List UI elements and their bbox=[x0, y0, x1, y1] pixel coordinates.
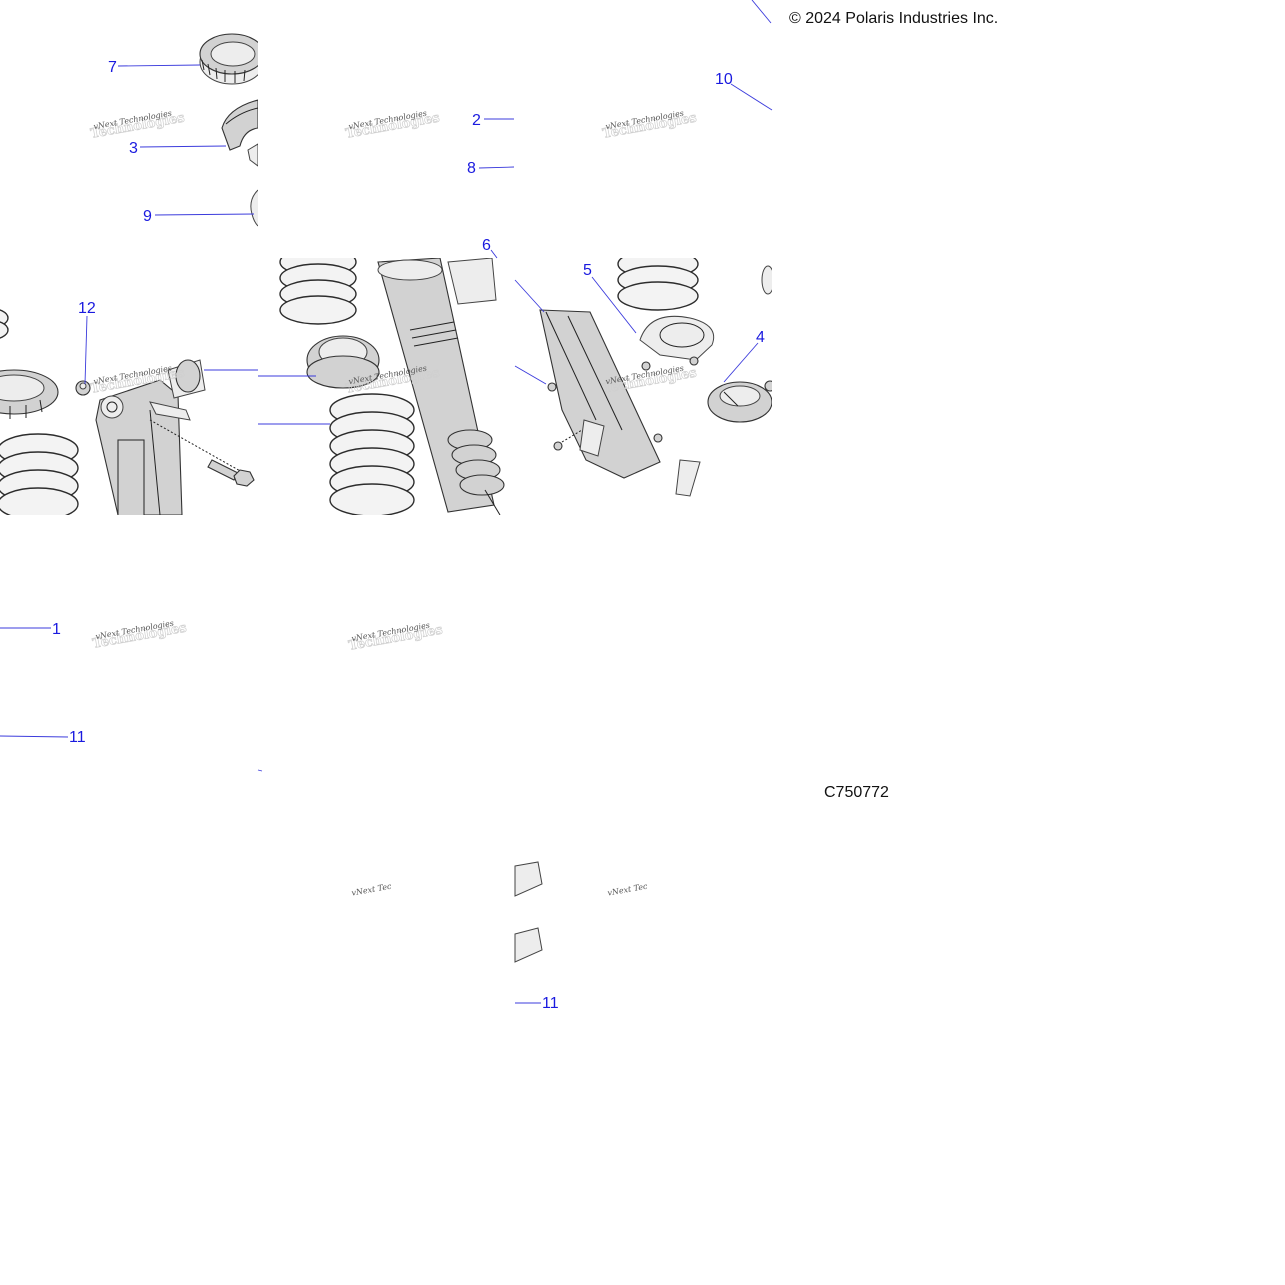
callout-12: 12 bbox=[78, 300, 96, 317]
tile-middle-right bbox=[539, 258, 772, 497]
callout-2: 2 bbox=[472, 112, 481, 129]
callout-11-left: 11 bbox=[69, 729, 86, 746]
spring-seat-left bbox=[0, 369, 59, 419]
part-9-bumper bbox=[250, 189, 258, 227]
callout-1: 1 bbox=[52, 621, 61, 638]
spring-coil-left-upper bbox=[0, 309, 9, 339]
tile-center bbox=[279, 258, 505, 515]
bracket-fragments-bottom bbox=[514, 861, 543, 963]
spring-seat-center bbox=[306, 335, 380, 389]
damper-body bbox=[377, 258, 505, 515]
part-3-spring-seat bbox=[221, 99, 258, 167]
tile-top-left bbox=[199, 33, 258, 227]
watermark-partial: vNext Tec bbox=[351, 882, 393, 898]
shock-mount-bolt bbox=[149, 419, 255, 487]
edge-fragments-right bbox=[675, 265, 772, 497]
watermark-partial: vNext Tec bbox=[607, 882, 649, 898]
callout-7: 7 bbox=[108, 59, 117, 76]
diagram-id: C750772 bbox=[824, 784, 889, 801]
spring-coil-center-lower bbox=[329, 393, 415, 515]
callout-4: 4 bbox=[756, 329, 765, 346]
callout-3: 3 bbox=[129, 140, 138, 157]
leader-lines bbox=[0, 0, 773, 1004]
callout-5: 5 bbox=[583, 262, 592, 279]
part-4-spring-seat-right bbox=[707, 381, 772, 423]
spring-coil-center-upper bbox=[279, 258, 357, 325]
part-7-retainer-ring bbox=[199, 33, 258, 85]
callouts: 7 3 9 2 8 10 6 5 4 12 1 11 11 bbox=[52, 59, 765, 1012]
part-12-nut bbox=[75, 380, 91, 396]
spring-coil-left-lower bbox=[0, 433, 79, 515]
tile-middle-left bbox=[0, 309, 255, 515]
copyright-text: © 2024 Polaris Industries Inc. bbox=[789, 10, 998, 27]
callout-8: 8 bbox=[467, 160, 476, 177]
callout-10: 10 bbox=[715, 71, 733, 88]
callout-6: 6 bbox=[482, 237, 491, 254]
callout-9: 9 bbox=[143, 208, 152, 225]
part-5-clamp-bracket bbox=[639, 315, 715, 371]
guard-fasteners bbox=[547, 382, 663, 451]
callout-11-bottom: 11 bbox=[542, 995, 559, 1012]
shock-body-left bbox=[95, 359, 206, 515]
spring-coil-right bbox=[617, 258, 699, 311]
part-6-shock-guard bbox=[539, 309, 661, 479]
